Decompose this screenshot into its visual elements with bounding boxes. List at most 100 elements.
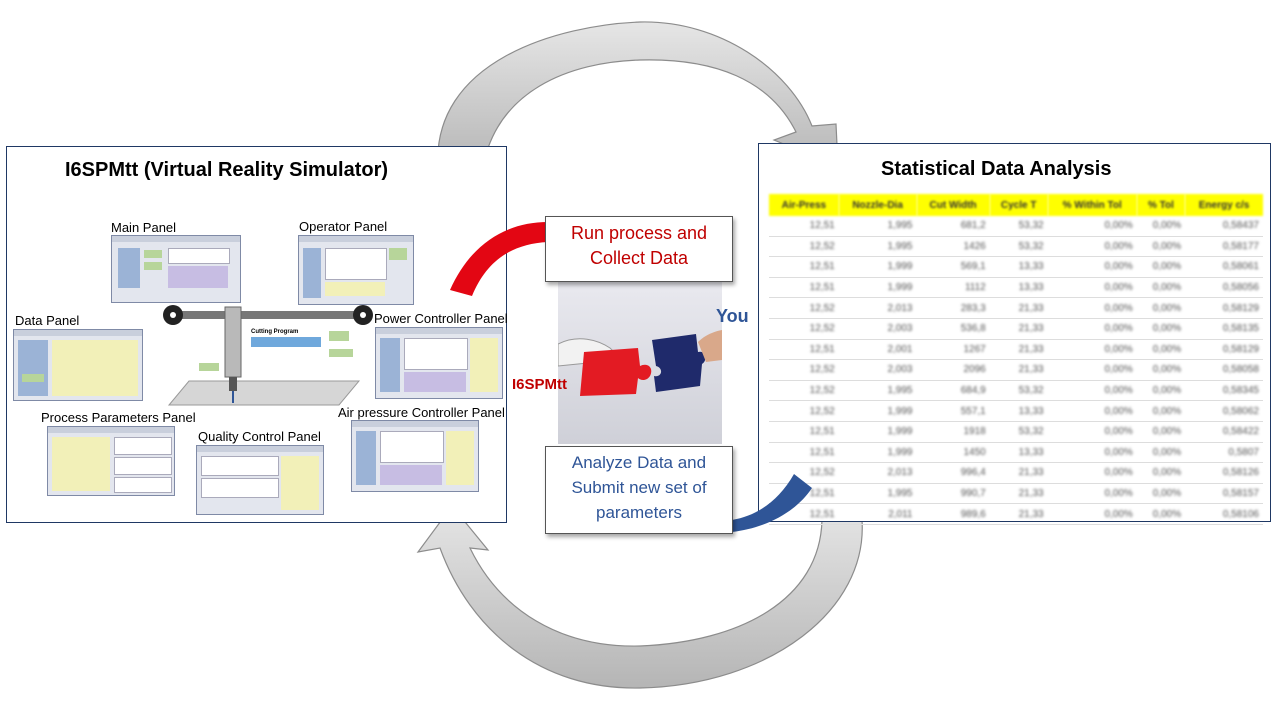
data-panel-thumbnail[interactable] bbox=[13, 329, 143, 401]
table-cell: 0,58062 bbox=[1185, 400, 1263, 422]
table-cell: 0,00% bbox=[1047, 503, 1137, 525]
table-cell: 1,999 bbox=[838, 400, 917, 422]
table-header-cell: Energy c/s bbox=[1185, 194, 1263, 216]
table-cell: 12,51 bbox=[769, 256, 839, 278]
analyze-data-line-1: Analyze Data and bbox=[571, 453, 707, 472]
table-cell: 0,00% bbox=[1136, 277, 1186, 299]
table-cell: 0,00% bbox=[1047, 400, 1137, 422]
table-cell: 0,00% bbox=[1136, 380, 1186, 402]
table-cell: 0,00% bbox=[1136, 359, 1186, 381]
table-cell: 990,7 bbox=[916, 483, 990, 505]
table-cell: 1112 bbox=[916, 277, 990, 299]
table-cell: 0,00% bbox=[1047, 462, 1137, 484]
table-cell: 13,33 bbox=[989, 256, 1048, 278]
table-cell: 1,999 bbox=[838, 256, 917, 278]
table-cell: 2,001 bbox=[838, 339, 917, 361]
table-cell: 2,003 bbox=[838, 318, 917, 340]
machine-illustration: Cutting Program bbox=[159, 303, 375, 407]
table-cell: 0,58422 bbox=[1185, 421, 1263, 443]
table-header-cell: Cycle T bbox=[989, 194, 1048, 216]
table-cell: 0,00% bbox=[1136, 462, 1186, 484]
table-cell: 1,999 bbox=[838, 442, 917, 464]
table-cell: 0,00% bbox=[1047, 339, 1137, 361]
table-cell: 12,52 bbox=[769, 236, 839, 258]
table-cell: 1,995 bbox=[838, 216, 917, 237]
table-cell: 0,00% bbox=[1136, 503, 1186, 525]
power-controller-panel-thumbnail[interactable] bbox=[375, 327, 503, 399]
power-controller-panel-label: Power Controller Panel bbox=[374, 311, 508, 326]
table-cell: 1,999 bbox=[838, 421, 917, 443]
table-cell: 0,00% bbox=[1047, 483, 1137, 505]
table-cell: 12,51 bbox=[769, 442, 839, 464]
table-cell: 0,00% bbox=[1047, 216, 1137, 237]
cutting-program-label: Cutting Program bbox=[251, 329, 299, 335]
data-panel-label: Data Panel bbox=[15, 313, 80, 328]
table-cell: 0,00% bbox=[1136, 442, 1186, 464]
quality-control-panel-label: Quality Control Panel bbox=[198, 429, 321, 444]
table-cell: 0,00% bbox=[1136, 256, 1186, 278]
process-parameters-panel-thumbnail[interactable] bbox=[47, 426, 175, 496]
table-cell: 53,32 bbox=[989, 216, 1048, 237]
table-cell: 53,32 bbox=[989, 421, 1048, 443]
table-cell: 0,58129 bbox=[1185, 297, 1263, 319]
table-cell: 0,00% bbox=[1136, 318, 1186, 340]
table-cell: 0,00% bbox=[1047, 359, 1137, 381]
table-cell: 1426 bbox=[916, 236, 990, 258]
table-cell: 2,011 bbox=[838, 503, 917, 525]
table-cell: 0,00% bbox=[1136, 297, 1186, 319]
table-cell: 2,013 bbox=[838, 297, 917, 319]
table-cell: 12,52 bbox=[769, 359, 839, 381]
table-cell: 13,33 bbox=[989, 442, 1048, 464]
quality-control-panel-thumbnail[interactable] bbox=[196, 445, 324, 515]
table-cell: 0,00% bbox=[1136, 483, 1186, 505]
puzzle-image bbox=[557, 282, 722, 444]
table-cell: 2,003 bbox=[838, 359, 917, 381]
analyze-data-line-2: Submit new set of bbox=[571, 478, 707, 497]
table-header-cell: % Tol bbox=[1136, 194, 1186, 216]
table-cell: 21,33 bbox=[989, 318, 1048, 340]
table-cell: 989,6 bbox=[916, 503, 990, 525]
table-cell: 0,00% bbox=[1047, 236, 1137, 258]
table-cell: 0,00% bbox=[1047, 318, 1137, 340]
table-header-cell: Air-Press bbox=[769, 194, 839, 216]
air-pressure-controller-panel-thumbnail[interactable] bbox=[351, 420, 479, 492]
run-process-line-2: Collect Data bbox=[589, 248, 689, 268]
run-process-line-1: Run process and bbox=[570, 223, 708, 243]
table-cell: 0,00% bbox=[1136, 400, 1186, 422]
top-cycle-arrow bbox=[437, 21, 839, 173]
table-cell: 2096 bbox=[916, 359, 990, 381]
table-cell: 0,58106 bbox=[1185, 503, 1263, 525]
table-cell: 21,33 bbox=[989, 359, 1048, 381]
statistical-analysis-title: Statistical Data Analysis bbox=[881, 158, 1112, 180]
table-cell: 0,58345 bbox=[1185, 380, 1263, 402]
table-cell: 557,1 bbox=[916, 400, 990, 422]
table-cell: 1,995 bbox=[838, 236, 917, 258]
simulator-label: I6SPMtt bbox=[512, 376, 568, 393]
table-cell: 1,999 bbox=[838, 277, 917, 299]
table-cell: 0,58058 bbox=[1185, 359, 1263, 381]
run-process-callout: Run process and Collect Data bbox=[545, 216, 733, 282]
table-cell: 0,58129 bbox=[1185, 339, 1263, 361]
table-cell: 12,52 bbox=[769, 318, 839, 340]
table-cell: 53,32 bbox=[989, 236, 1048, 258]
main-panel-thumbnail[interactable] bbox=[111, 235, 241, 303]
table-cell: 53,32 bbox=[989, 380, 1048, 402]
table-cell: 0,58135 bbox=[1185, 318, 1263, 340]
table-cell: 0,00% bbox=[1047, 277, 1137, 299]
analyze-data-line-3: parameters bbox=[596, 503, 682, 522]
blue-puzzle-piece-icon bbox=[652, 334, 706, 392]
table-cell: 0,58061 bbox=[1185, 256, 1263, 278]
table-header-cell: Cut Width bbox=[916, 194, 990, 216]
operator-panel-thumbnail[interactable] bbox=[298, 235, 414, 305]
table-cell: 0,00% bbox=[1136, 421, 1186, 443]
